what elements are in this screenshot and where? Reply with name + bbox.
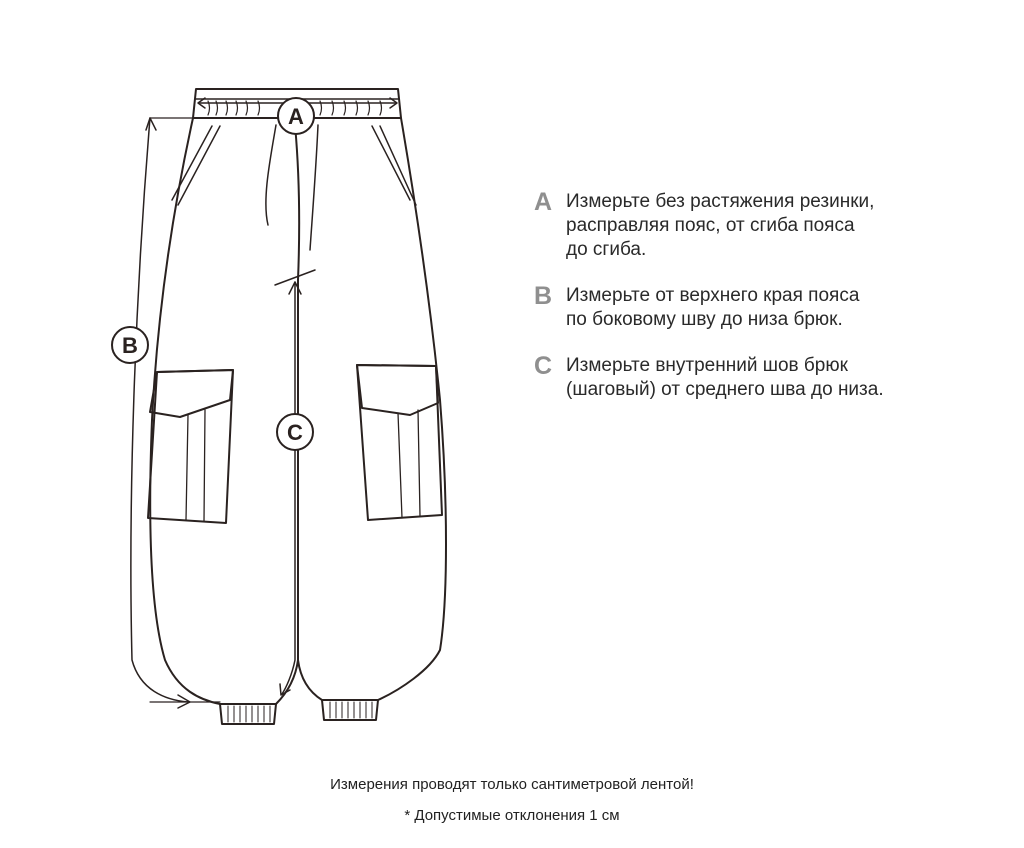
marker-a: A bbox=[277, 97, 315, 135]
measure-c-line bbox=[281, 281, 296, 695]
pocket-slash-left bbox=[171, 125, 221, 206]
measure-b-line bbox=[130, 117, 189, 703]
cuff-left bbox=[219, 703, 277, 725]
legend-item-c: C Измерьте внутренний шов брюк (шаговый)… bbox=[534, 352, 1004, 402]
measurement-legend: A Измерьте без растяжения резинки, распр… bbox=[534, 188, 1004, 424]
marker-b-letter: B bbox=[122, 333, 138, 358]
marker-a-letter: A bbox=[288, 104, 304, 129]
legend-letter-a: A bbox=[534, 188, 553, 216]
cargo-pocket-left bbox=[147, 369, 234, 524]
legend-text-a: Измерьте без растяжения резинки, расправ… bbox=[566, 191, 875, 260]
cuff-right bbox=[321, 699, 379, 721]
legend-text-b: Измерьте от верхнего края пояса по боков… bbox=[566, 285, 860, 330]
drawstring-right bbox=[309, 124, 319, 251]
drawstring-left bbox=[265, 124, 277, 226]
cuff-ribbing bbox=[227, 701, 373, 723]
pocket-slash-right bbox=[371, 125, 417, 206]
legend-item-b: B Измерьте от верхнего края пояса по бок… bbox=[534, 282, 1004, 332]
marker-c-letter: C bbox=[287, 420, 303, 445]
footer-note: Измерения проводят только сантиметровой … bbox=[330, 776, 694, 793]
cargo-flap-left bbox=[149, 369, 234, 418]
fly-curve bbox=[294, 124, 301, 281]
marker-b: B bbox=[111, 326, 149, 364]
footer-tolerance: * Допустимые отклонения 1 см bbox=[404, 807, 620, 824]
legend-letter-b: B bbox=[534, 282, 553, 310]
legend-text-c: Измерьте внутренний шов брюк (шаговый) о… bbox=[566, 355, 884, 400]
marker-c: C bbox=[276, 413, 314, 451]
legend-letter-c: C bbox=[534, 352, 553, 380]
legend-item-a: A Измерьте без растяжения резинки, распр… bbox=[534, 188, 1004, 262]
cargo-flap-right bbox=[356, 364, 439, 416]
waistband-gathers bbox=[207, 100, 383, 116]
